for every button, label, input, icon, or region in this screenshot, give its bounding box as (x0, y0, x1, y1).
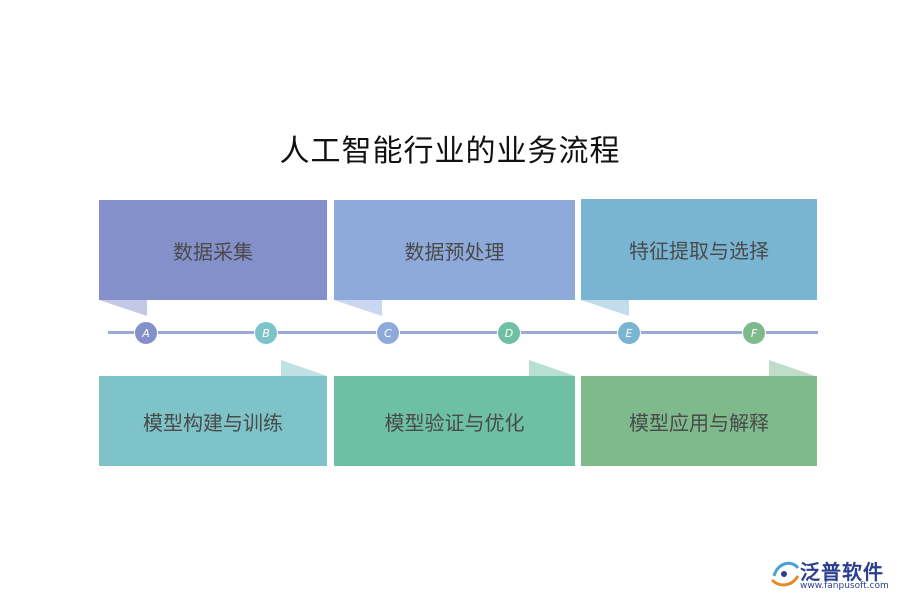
step-label: 模型应用与解释 (629, 410, 769, 435)
step-tab (581, 300, 629, 316)
step-feature-extraction: 特征提取与选择 (581, 199, 817, 300)
brand-logo-icon (770, 561, 800, 587)
step-label: 模型验证与优化 (384, 410, 525, 435)
step-label: 数据采集 (173, 239, 253, 264)
step-tab (99, 300, 147, 316)
timeline-node-b: B (254, 321, 278, 345)
timeline-node-c: C (376, 321, 400, 345)
step-model-building: 模型构建与训练 (99, 376, 327, 466)
step-label: 数据预处理 (404, 239, 505, 264)
timeline-line (108, 331, 818, 334)
step-data-collection: 数据采集 (99, 200, 327, 300)
brand-name: 泛普软件 (800, 560, 884, 584)
timeline-node-d: D (497, 321, 521, 345)
timeline-node-f: F (742, 321, 766, 345)
step-tab (281, 360, 327, 376)
brand-url: www.fanpusoft.com (800, 581, 889, 591)
timeline-node-e: E (617, 321, 641, 345)
step-label: 模型构建与训练 (143, 410, 283, 435)
step-tab (769, 360, 815, 376)
step-label: 特征提取与选择 (629, 239, 769, 263)
timeline-node-a: A (134, 321, 158, 345)
diagram-title: 人工智能行业的业务流程 (279, 134, 621, 169)
step-data-preprocessing: 数据预处理 (334, 200, 575, 300)
step-tab (529, 360, 575, 376)
step-model-validation: 模型验证与优化 (334, 376, 575, 466)
step-tab (334, 300, 382, 316)
step-model-application: 模型应用与解释 (581, 376, 817, 466)
